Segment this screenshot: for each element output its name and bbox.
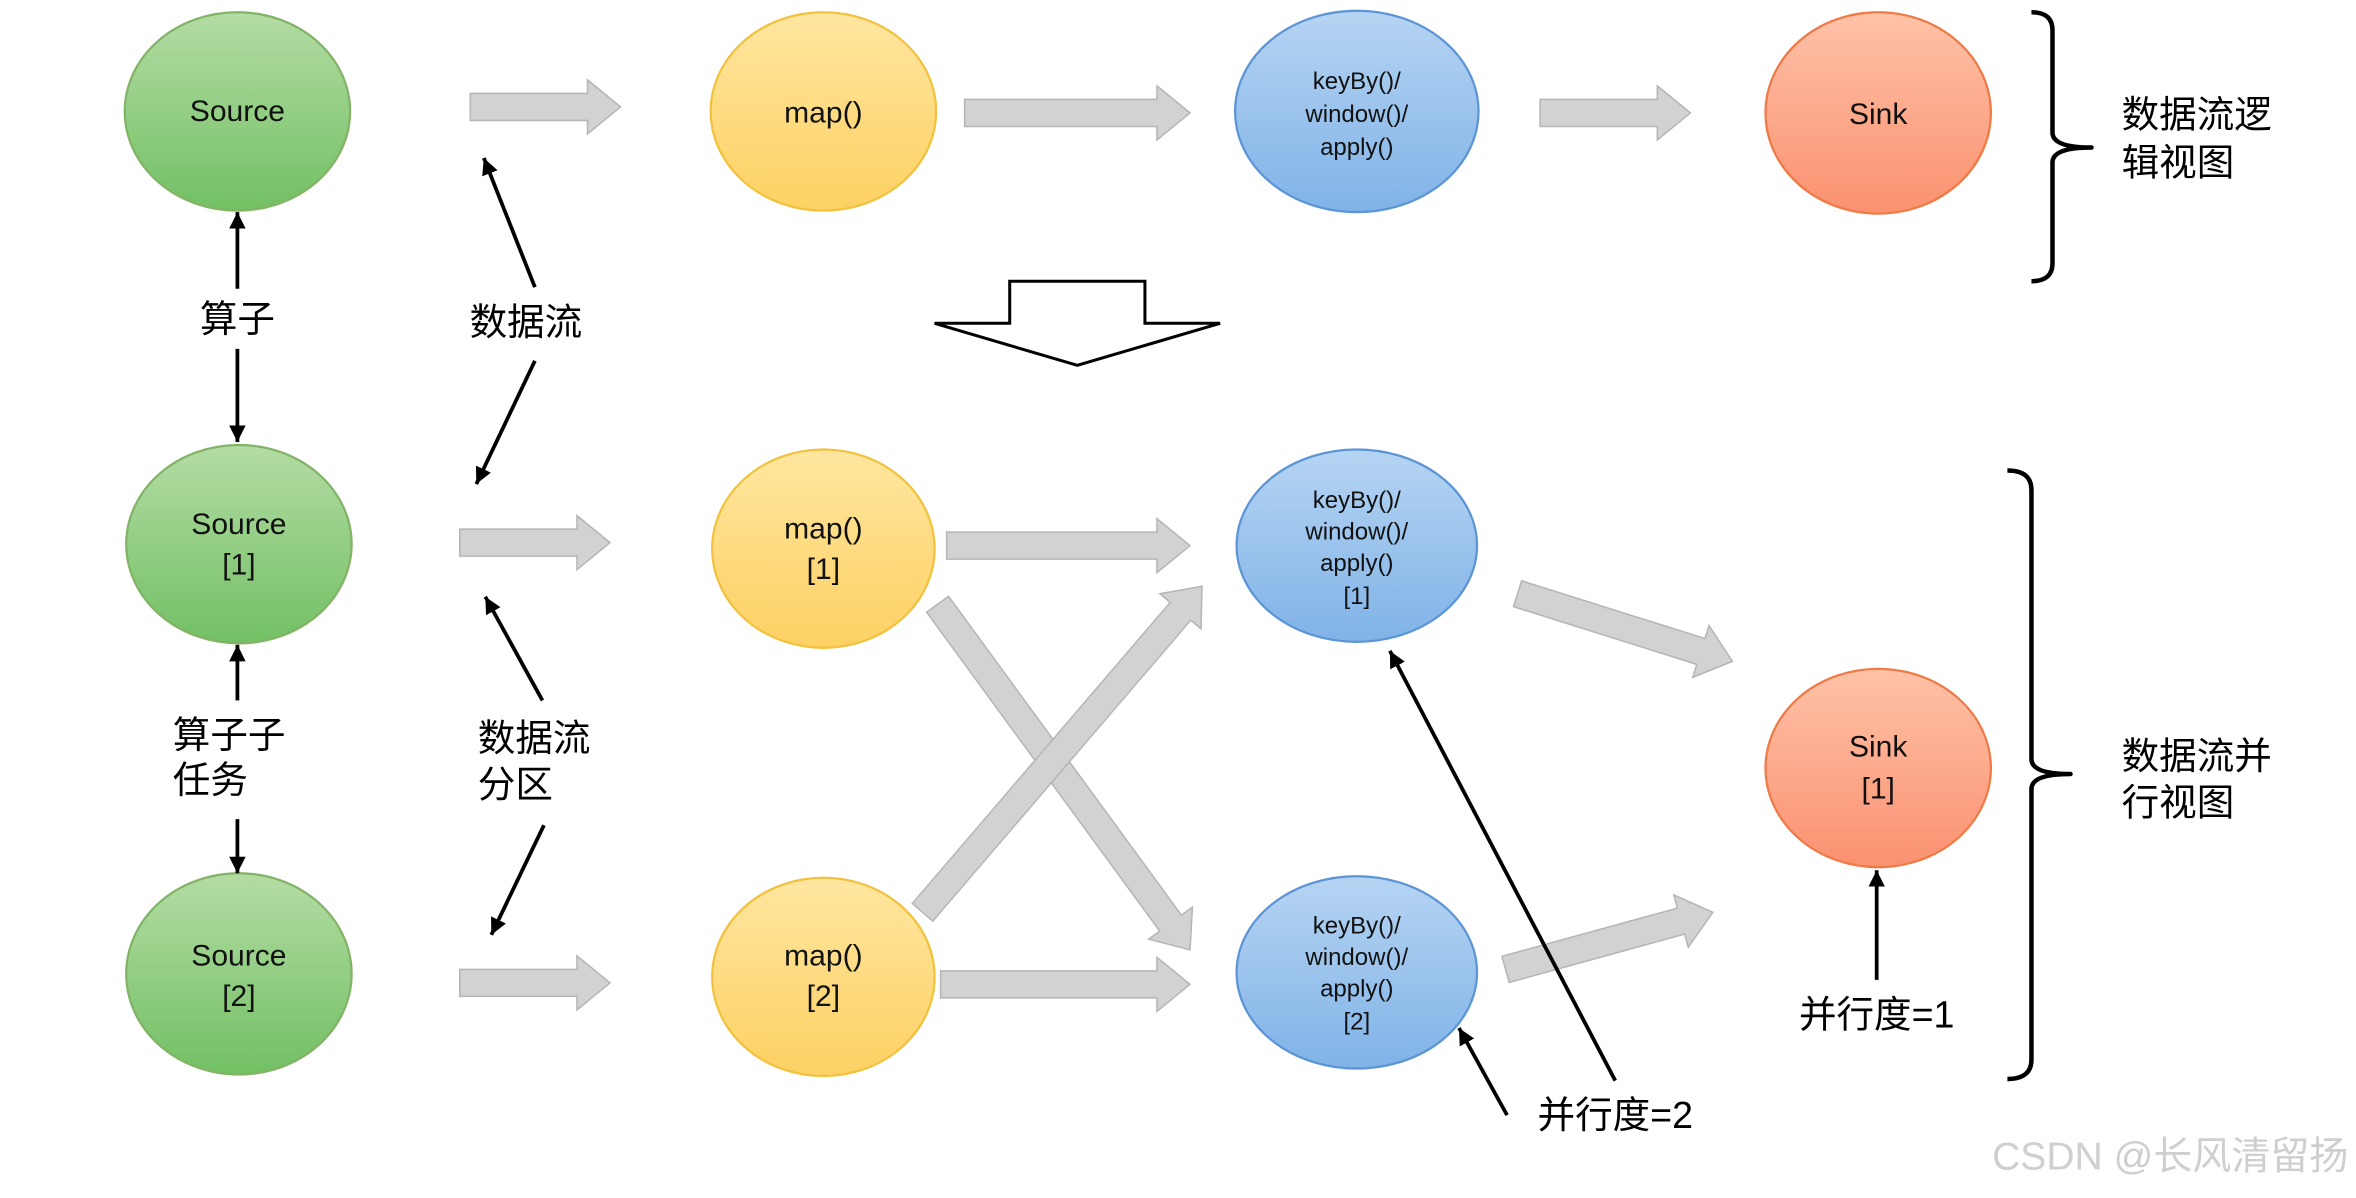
- data-stream-label: 数据流: [470, 301, 583, 343]
- node-source-2-index: [2]: [222, 980, 255, 1013]
- watermark: CSDN @长风清留扬: [1992, 1136, 2348, 1179]
- parallel-view-brace: [2007, 468, 2073, 1082]
- logical-view-label-line2: 辑视图: [2122, 142, 2235, 184]
- parallel-view-label-line2: 行视图: [2122, 782, 2235, 824]
- node-source-ellipse: [123, 11, 352, 212]
- arrow-keyby1-to-sink1: [1512, 579, 1734, 679]
- node-keyby-2: keyBy()/ window()/ apply() [2]: [1235, 875, 1479, 1070]
- node-map: map(): [709, 11, 938, 212]
- node-keyby-1-index: [1]: [1343, 583, 1370, 610]
- logical-view-brace: [2031, 10, 2094, 284]
- data-stream-pointer-up: [482, 157, 537, 288]
- node-map-2-index: [2]: [807, 980, 840, 1013]
- parallelism-2-pointer-keyby1: [1388, 649, 1617, 1082]
- node-sink-label: Sink: [1849, 98, 1908, 131]
- node-map-1-label: map(): [784, 513, 862, 546]
- pointer-arrows: [229, 157, 1885, 1117]
- node-keyby: keyBy()/ window()/ apply(): [1233, 9, 1480, 214]
- logical-view-label-line1: 数据流逻: [2122, 93, 2272, 135]
- node-keyby-2-label-line2: window()/: [1304, 944, 1408, 971]
- operator-subtask-label-line1: 算子子: [173, 714, 286, 756]
- node-source-2-label: Source: [191, 939, 286, 972]
- node-sink-1-ellipse: [1764, 667, 1993, 869]
- node-map-2-label: map(): [784, 939, 862, 972]
- node-sink: Sink: [1764, 11, 1993, 215]
- arrow-source1-to-map1: [459, 514, 612, 572]
- logical-arrow-keyby-to-sink: [1539, 84, 1692, 142]
- flow-arrows: [459, 78, 1734, 1014]
- node-source-1-ellipse: [125, 443, 353, 645]
- transform-down-arrow: [934, 279, 1221, 367]
- node-source-label: Source: [190, 95, 285, 128]
- node-keyby-label-line1: keyBy()/: [1313, 68, 1401, 95]
- node-source-2-ellipse: [125, 872, 353, 1076]
- node-keyby-1-label-line2: window()/: [1304, 519, 1408, 546]
- node-source-1: Source [1]: [125, 443, 353, 645]
- node-keyby-1-label-line1: keyBy()/: [1313, 487, 1401, 514]
- arrow-map2-to-keyby1: [911, 585, 1203, 923]
- node-keyby-2-label-line3: apply(): [1320, 975, 1393, 1002]
- partition-pointer-down: [489, 824, 546, 936]
- node-source: Source: [123, 11, 352, 212]
- arrow-source2-to-map2: [459, 954, 612, 1012]
- node-keyby-1-ellipse: [1235, 448, 1479, 643]
- node-source-1-label: Source: [191, 508, 286, 541]
- node-source-2: Source [2]: [125, 872, 353, 1076]
- node-sink-ellipse: [1764, 11, 1993, 215]
- logical-arrow-source-to-map: [469, 78, 622, 136]
- node-map-1-ellipse: [711, 448, 936, 649]
- node-map-2-ellipse: [711, 876, 936, 1078]
- node-keyby-2-label-line1: keyBy()/: [1313, 912, 1401, 939]
- data-stream-pointer-down: [474, 360, 537, 485]
- stream-partition-label-line1: 数据流: [478, 717, 591, 759]
- parallelism-1-label: 并行度=1: [1799, 993, 1954, 1035]
- node-keyby-ellipse: [1233, 9, 1480, 214]
- node-keyby-label-line2: window()/: [1304, 101, 1408, 128]
- partition-pointer-up: [483, 595, 545, 702]
- logical-arrow-map-to-keyby: [963, 84, 1192, 142]
- node-map-1-index: [1]: [807, 553, 840, 586]
- node-keyby-2-ellipse: [1235, 875, 1479, 1070]
- node-keyby-1: keyBy()/ window()/ apply() [1]: [1235, 448, 1479, 643]
- node-keyby-1-label-line3: apply(): [1320, 550, 1393, 577]
- node-sink-1-label: Sink: [1849, 731, 1908, 764]
- operator-label: 算子: [200, 298, 275, 340]
- operator-subtask-label-line2: 任务: [173, 759, 248, 801]
- parallelism-2-pointer-keyby2: [1457, 1027, 1509, 1117]
- node-sink-1-index: [1]: [1861, 773, 1894, 806]
- arrow-map2-to-keyby2: [939, 955, 1192, 1014]
- arrow-keyby2-to-sink1: [1501, 893, 1715, 984]
- node-map-1: map() [1]: [711, 448, 936, 649]
- node-keyby-label-line3: apply(): [1320, 134, 1393, 161]
- parallel-view-label-line1: 数据流并: [2122, 735, 2272, 777]
- stream-partition-label-line2: 分区: [478, 764, 553, 806]
- node-source-1-index: [1]: [222, 549, 255, 582]
- node-map-label: map(): [784, 96, 862, 129]
- node-sink-1: Sink [1]: [1764, 667, 1993, 869]
- parallelism-2-label: 并行度=2: [1538, 1094, 1693, 1136]
- arrow-map1-to-keyby1: [945, 517, 1192, 575]
- node-keyby-2-index: [2]: [1343, 1008, 1370, 1035]
- node-map-ellipse: [709, 11, 938, 212]
- node-map-2: map() [2]: [711, 876, 936, 1078]
